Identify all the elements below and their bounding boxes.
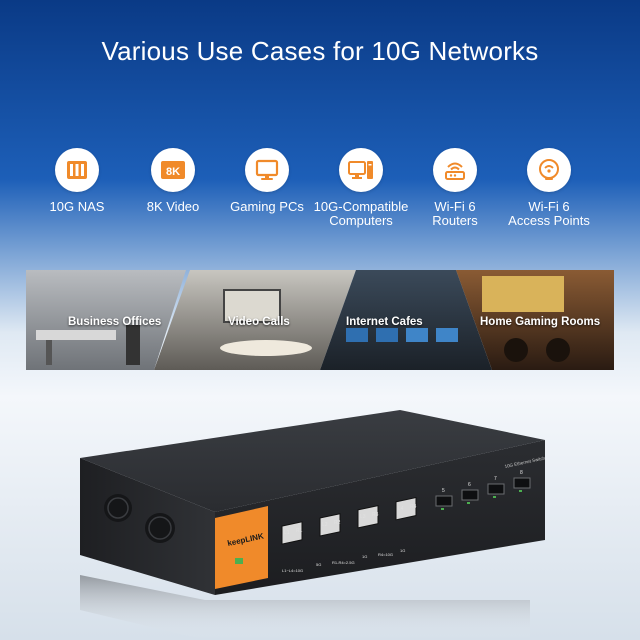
scene-strip: Business Offices Video Calls Internet Ca… <box>26 270 614 370</box>
port-label: L4 <box>398 506 404 512</box>
scene-photo-office <box>26 270 186 370</box>
speed-label: R1-R4=2.5G <box>332 560 355 565</box>
speed-label: 1G <box>362 554 367 559</box>
speed-label: R4=10G <box>378 552 393 557</box>
scene-photo-internet-cafe <box>320 270 492 370</box>
router-icon <box>433 148 477 192</box>
speed-label: 5G <box>316 562 321 567</box>
scene-label-home-gaming-rooms: Home Gaming Rooms <box>480 316 601 328</box>
port-label: R3 <box>372 512 379 518</box>
page-title: Various Use Cases for 10G Networks <box>101 36 539 66</box>
use-case-gaming-pcs: Gaming PCs <box>212 148 322 214</box>
use-case-label: 10G NAS <box>49 199 105 214</box>
scene-label-business-offices: Business Offices <box>68 316 162 328</box>
port-label: 5 <box>442 488 445 494</box>
switch-front-panel <box>215 440 545 595</box>
computer-icon <box>339 148 383 192</box>
use-case-label: Gaming PCs <box>230 199 304 214</box>
port-label: R2 <box>334 520 341 526</box>
fan-vent-icon <box>104 494 175 543</box>
monitor-icon <box>245 148 289 192</box>
ethernet-switch-device: keepLINK 10G Ethernet Switch L1 R1 L2 R2… <box>80 410 546 640</box>
nas-icon <box>55 148 99 192</box>
8k-icon: 8K <box>151 148 195 192</box>
use-case-wifi6-routers: Wi-Fi 6 Routers <box>400 148 510 228</box>
port-label: L2 <box>322 522 328 528</box>
scene-label-internet-cafes: Internet Cafes <box>346 316 423 328</box>
port-label: R4 <box>410 504 417 510</box>
switch-top-panel <box>80 410 545 512</box>
use-case-label: 8K Video <box>146 199 200 214</box>
port-label: L3 <box>360 514 366 520</box>
use-case-label: Wi-Fi 6 Routers <box>432 199 478 228</box>
access-point-icon <box>527 148 571 192</box>
use-case-label: 10G-Compatible Computers <box>313 199 409 228</box>
port-label: 8 <box>520 470 523 476</box>
port-label: L1 <box>284 530 290 536</box>
port-label: 7 <box>494 476 497 482</box>
power-led <box>235 558 243 564</box>
use-case-10g-computers: 10G-Compatible Computers <box>306 148 416 228</box>
use-case-label: Wi-Fi 6 Access Points <box>508 199 590 228</box>
use-case-wifi6-access-points: Wi-Fi 6 Access Points <box>494 148 604 228</box>
brand-panel <box>215 506 268 589</box>
use-case-8k-video: 8K 8K Video <box>118 148 228 214</box>
speed-label: L1~L4=10G <box>282 568 303 573</box>
rj45-ports <box>281 496 417 545</box>
use-cases-row: 10G NAS 8K 8K Video Gaming PCs <box>0 148 640 238</box>
use-case-nas: 10G NAS <box>22 148 132 214</box>
sfp-ports <box>435 477 531 507</box>
svg-text:8K: 8K <box>166 166 180 178</box>
scene-photos <box>26 270 614 370</box>
scene-label-video-calls: Video Calls <box>228 316 290 328</box>
port-label: 6 <box>468 482 471 488</box>
port-label: R1 <box>296 528 303 534</box>
speed-label: 1G <box>400 548 405 553</box>
